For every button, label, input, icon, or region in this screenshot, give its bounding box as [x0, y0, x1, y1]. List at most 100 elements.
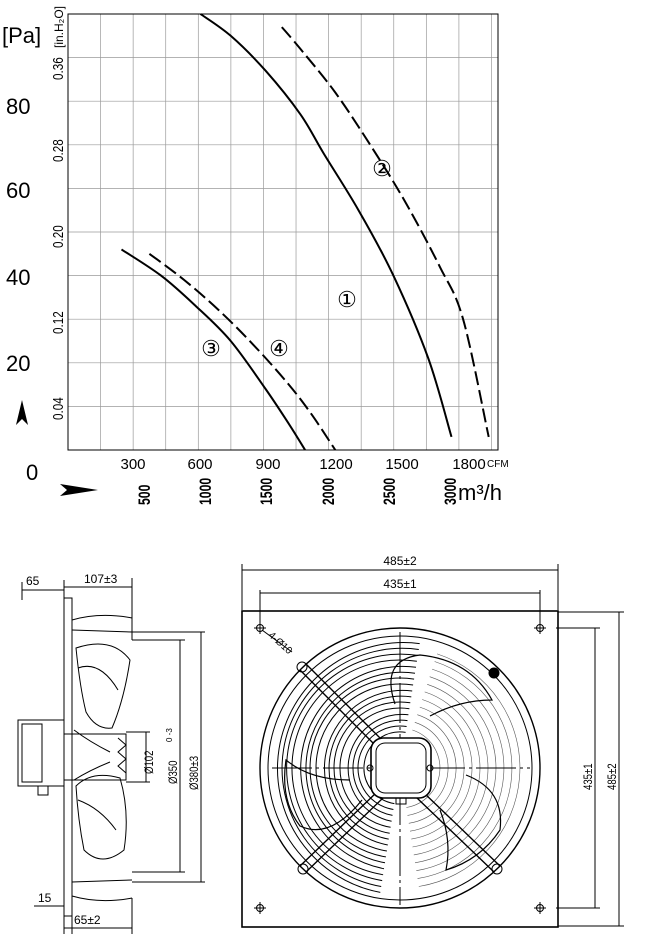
performance-curves	[120, 13, 490, 451]
m3h-tick-3000: 3000	[442, 478, 460, 505]
grille-wire	[286, 653, 418, 882]
m3h-tick-2000: 2000	[320, 478, 338, 505]
dim-d380: Ø380±3	[188, 756, 201, 790]
cfm-tick-300: 300	[120, 456, 145, 473]
grille-wire	[347, 713, 409, 822]
grille-wire	[416, 668, 505, 871]
inh2o-tick-012: 0.12	[50, 311, 67, 334]
dim-107: 107±3	[84, 572, 118, 586]
grille-wire	[418, 653, 521, 887]
front-view-drawing	[241, 564, 624, 928]
fan-ring-outer	[259, 627, 541, 909]
pa-tick-40: 40	[6, 265, 30, 290]
cfm-unit-label: CFM	[487, 459, 509, 470]
shroud-edges	[71, 629, 133, 883]
curve-label-2: ②	[372, 156, 392, 181]
fan-blade-edge	[77, 799, 117, 831]
grille-wire	[357, 725, 407, 810]
mounting-holes	[254, 622, 546, 914]
hub-bolt-icon	[426, 764, 434, 772]
grille-wire	[309, 677, 415, 858]
grille-wire	[409, 706, 465, 832]
cfm-tick-1800: 1800	[452, 456, 485, 473]
strut-bolt-icon	[296, 661, 308, 673]
strut-bolt-icon	[491, 863, 503, 875]
motor-housing	[17, 719, 65, 787]
side-view-labels: 65 107±3 Ø102 Ø350 0 -3 Ø380±3 15 65±2	[26, 572, 201, 927]
grille-wire	[339, 707, 410, 828]
cable-gland	[37, 785, 49, 796]
chart-frame	[67, 13, 499, 451]
dim-holes: 4-Ø10	[266, 630, 294, 657]
cfm-tick-600: 600	[187, 456, 212, 473]
m3h-tick-1500: 1500	[258, 478, 276, 505]
strut-bolt-icon	[297, 863, 309, 875]
dim-65: 65	[26, 574, 40, 588]
side-view-drawing	[17, 578, 205, 934]
blade-roots	[73, 729, 111, 781]
chart-grid	[68, 14, 498, 450]
fan-blade	[75, 774, 127, 860]
m3h-unit-label: m³/h	[458, 480, 502, 505]
curve-series-2	[281, 26, 490, 438]
dim-485-right: 485±2	[606, 763, 619, 790]
m3h-tick-500: 500	[136, 485, 154, 505]
support-strut	[299, 663, 382, 746]
dim-485-top: 485±2	[383, 554, 417, 568]
hub-spring	[117, 737, 127, 774]
hole-leader	[261, 629, 293, 653]
grille-wire	[414, 676, 497, 864]
inh2o-tick-004: 0.04	[50, 397, 67, 420]
grille-wire	[417, 661, 513, 879]
dim-15: 15	[38, 891, 52, 905]
grille-wire	[407, 722, 449, 816]
pa-unit-label: [Pa]	[2, 23, 41, 48]
dim-d102: Ø102	[143, 751, 156, 774]
curve-series-3	[120, 248, 306, 451]
fan-blade-edge	[77, 665, 119, 691]
grille-wire	[323, 689, 413, 846]
arrow-up-icon	[16, 400, 28, 425]
cfm-tick-1200: 1200	[319, 456, 352, 473]
support-strut	[416, 791, 501, 873]
grille-wire	[277, 642, 420, 893]
m3h-tick-2500: 2500	[381, 478, 399, 505]
dim-435-top: 435±1	[383, 577, 417, 591]
cfm-tick-labels: 300 600 900 1200 1500 1800 CFM	[120, 456, 508, 473]
curve-label-1: ①	[337, 287, 357, 312]
grille-wire	[281, 647, 419, 887]
grille-wire	[291, 659, 417, 876]
curve-label-3: ③	[201, 336, 221, 361]
pa-tick-60: 60	[6, 178, 30, 203]
inh2o-tick-036: 0.36	[50, 57, 67, 80]
motor-cap	[21, 723, 43, 783]
support-strut	[299, 791, 384, 873]
inh2o-tick-028: 0.28	[50, 139, 67, 162]
fan-blade	[75, 643, 131, 729]
dim-d350-tolerance: 0 -3	[165, 728, 174, 742]
curve-series-1	[199, 13, 453, 438]
pa-tick-20: 20	[6, 351, 30, 376]
performance-chart: ② ① ③ ④ [Pa] 80 60 40 20 0 [in.H₂O] 0.36…	[2, 6, 509, 505]
fan-blade	[439, 774, 502, 871]
dim-65-bottom: 65±2	[74, 913, 101, 927]
shroud-lips	[71, 614, 133, 902]
curve-series-4	[148, 253, 337, 451]
dim-d350: Ø350	[167, 761, 180, 784]
inh2o-unit-label: [in.H₂O]	[52, 6, 66, 48]
pa-tick-0: 0	[26, 460, 38, 485]
fan-blade	[390, 654, 494, 717]
cfm-tick-1500: 1500	[385, 456, 418, 473]
grille-wire	[406, 729, 441, 808]
fan-blade	[284, 758, 363, 831]
hub-bolt-icon	[366, 764, 374, 772]
cfm-tick-900: 900	[255, 456, 280, 473]
grille-wire	[408, 714, 457, 824]
mounting-plate	[241, 610, 559, 928]
earth-screw-icon	[488, 667, 500, 679]
guard-grille	[277, 642, 521, 893]
pa-tick-80: 80	[6, 94, 30, 119]
grille-wire	[413, 684, 489, 856]
m3h-tick-1000: 1000	[197, 478, 215, 505]
hole-crosshairs	[254, 622, 546, 914]
